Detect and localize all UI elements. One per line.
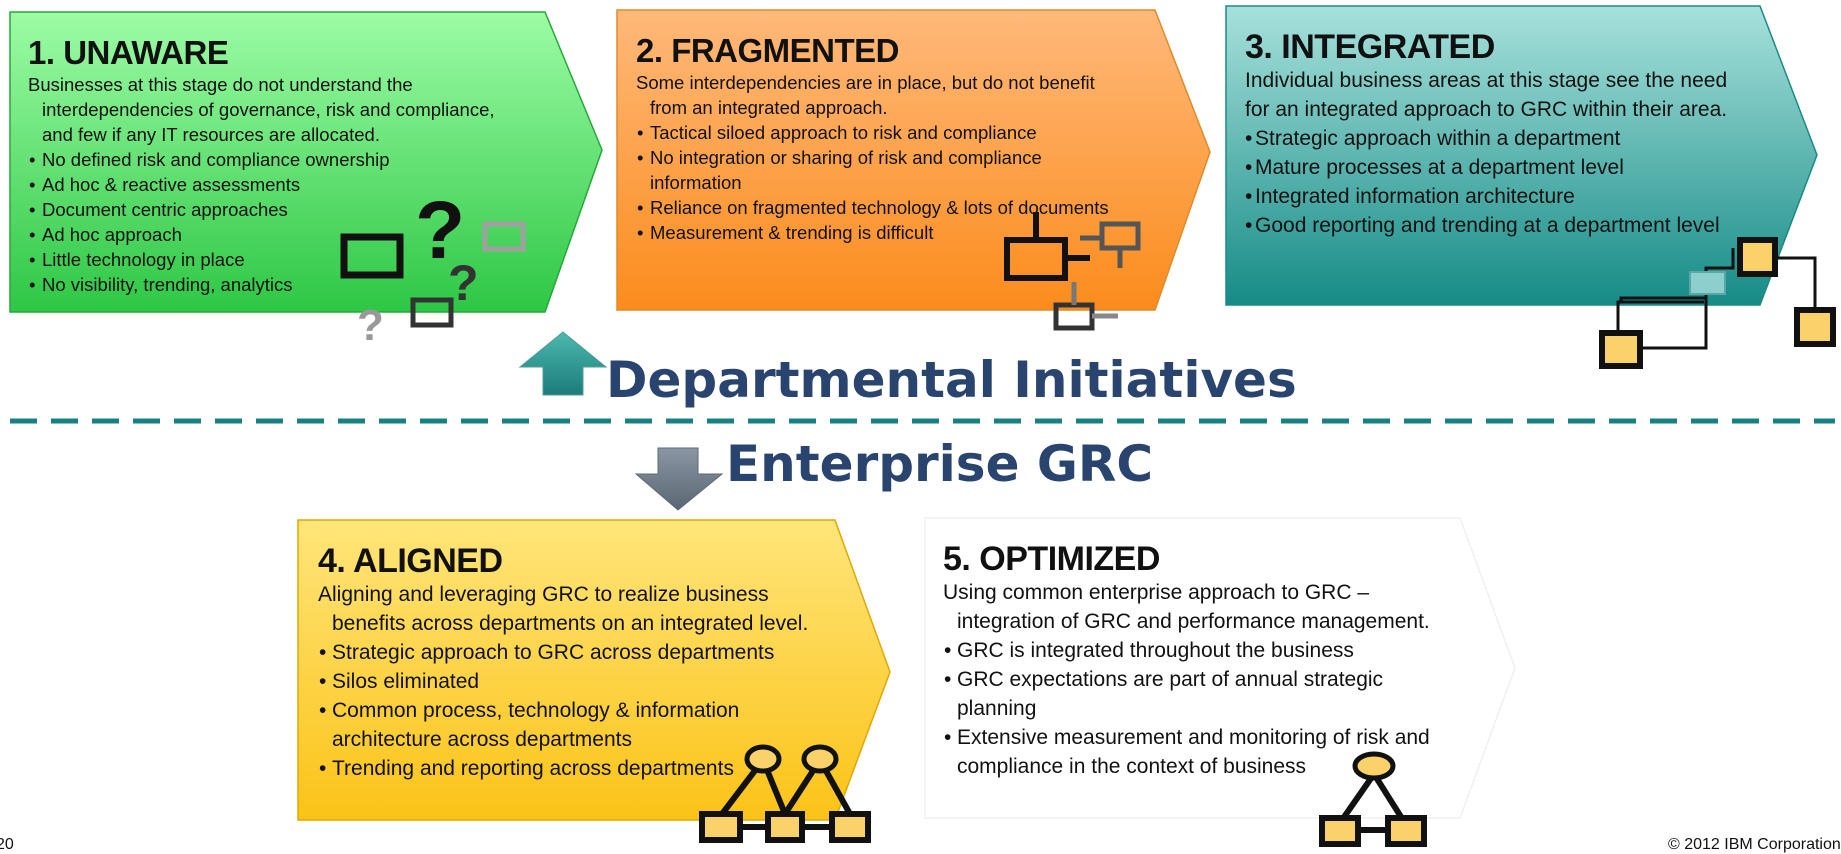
list-item: Tactical siloed approach to risk and com… — [636, 120, 1196, 145]
stage-4-bullets: Strategic approach to GRC across departm… — [318, 638, 878, 783]
list-item: No defined risk and compliance ownership — [28, 147, 548, 172]
list-item: Common process, technology & information — [318, 696, 878, 725]
list-item: Reliance on fragmented technology & lots… — [636, 195, 1196, 220]
list-item: No integration or sharing of risk and co… — [636, 145, 1196, 170]
stage-4-intro: Aligning and leveraging GRC to realize b… — [318, 583, 809, 635]
stage-2-bullets: Tactical siloed approach to risk and com… — [636, 120, 1196, 245]
stage-5-intro: Using common enterprise approach to GRC … — [943, 581, 1430, 633]
list-item: Trending and reporting across department… — [318, 754, 878, 783]
stage-2-title: 2. FRAGMENTED — [636, 32, 900, 69]
list-item: Measurement & trending is difficult — [636, 220, 1196, 245]
list-item: Strategic approach to GRC across departm… — [318, 638, 878, 667]
stage-2-intro: Some interdependencies are in place, but… — [636, 72, 1095, 118]
list-item: Silos eliminated — [318, 667, 878, 696]
list-item: Extensive measurement and monitoring of … — [943, 723, 1483, 752]
stage-3-intro: Individual business areas at this stage … — [1245, 69, 1728, 121]
list-item: compliance in the context of business — [957, 755, 1307, 778]
stage-3-bullets: Strategic approach within a department M… — [1245, 124, 1805, 240]
stage-1-title: 1. UNAWARE — [28, 34, 229, 71]
list-item: Document centric approaches — [28, 197, 548, 222]
list-item: Mature processes at a department level — [1245, 153, 1805, 182]
svg-text:?: ? — [357, 301, 384, 350]
stage-1-intro: Businesses at this stage do not understa… — [28, 74, 495, 145]
stage-5-title: 5. OPTIMIZED — [943, 540, 1160, 578]
stage-3-card: 3. INTEGRATED Individual business areas … — [1245, 28, 1805, 240]
down-arrow-icon — [634, 447, 724, 511]
stage-2-card: 2. FRAGMENTED Some interdependencies are… — [636, 32, 1196, 245]
stage-1-card: 1. UNAWARE Businesses at this stage do n… — [28, 34, 548, 297]
stage-5-bullets: GRC is integrated throughout the busines… — [943, 636, 1483, 781]
small-hierarchy-icon — [1319, 751, 1427, 847]
list-item: architecture across departments — [332, 728, 632, 751]
stage-1-bullets: No defined risk and compliance ownership… — [28, 147, 548, 297]
up-arrow-icon — [518, 331, 608, 396]
list-item: GRC is integrated throughout the busines… — [943, 636, 1483, 665]
list-item: Ad hoc & reactive assessments — [28, 172, 548, 197]
list-item: Ad hoc approach — [28, 222, 548, 247]
list-item: Good reporting and trending at a departm… — [1245, 211, 1805, 240]
list-item: planning — [957, 697, 1037, 720]
list-item: GRC expectations are part of annual stra… — [943, 665, 1483, 694]
stage-4-card: 4. ALIGNED Aligning and leveraging GRC t… — [318, 542, 878, 783]
list-item: No visibility, trending, analytics — [28, 272, 548, 297]
page-number: 20 — [0, 836, 14, 853]
list-item: information — [650, 172, 742, 193]
copyright-notice: © 2012 IBM Corporation — [1668, 836, 1841, 853]
enterprise-grc-heading: Enterprise GRC — [726, 435, 1154, 493]
list-item: Strategic approach within a department — [1245, 124, 1805, 153]
departmental-initiatives-heading: Departmental Initiatives — [606, 351, 1297, 409]
list-item: Little technology in place — [28, 247, 548, 272]
stage-5-card: 5. OPTIMIZED Using common enterprise app… — [943, 540, 1483, 781]
stage-3-title: 3. INTEGRATED — [1245, 28, 1495, 66]
stage-4-title: 4. ALIGNED — [318, 542, 503, 580]
connected-boxes-icon — [1599, 237, 1836, 369]
list-item: Integrated information architecture — [1245, 182, 1805, 211]
